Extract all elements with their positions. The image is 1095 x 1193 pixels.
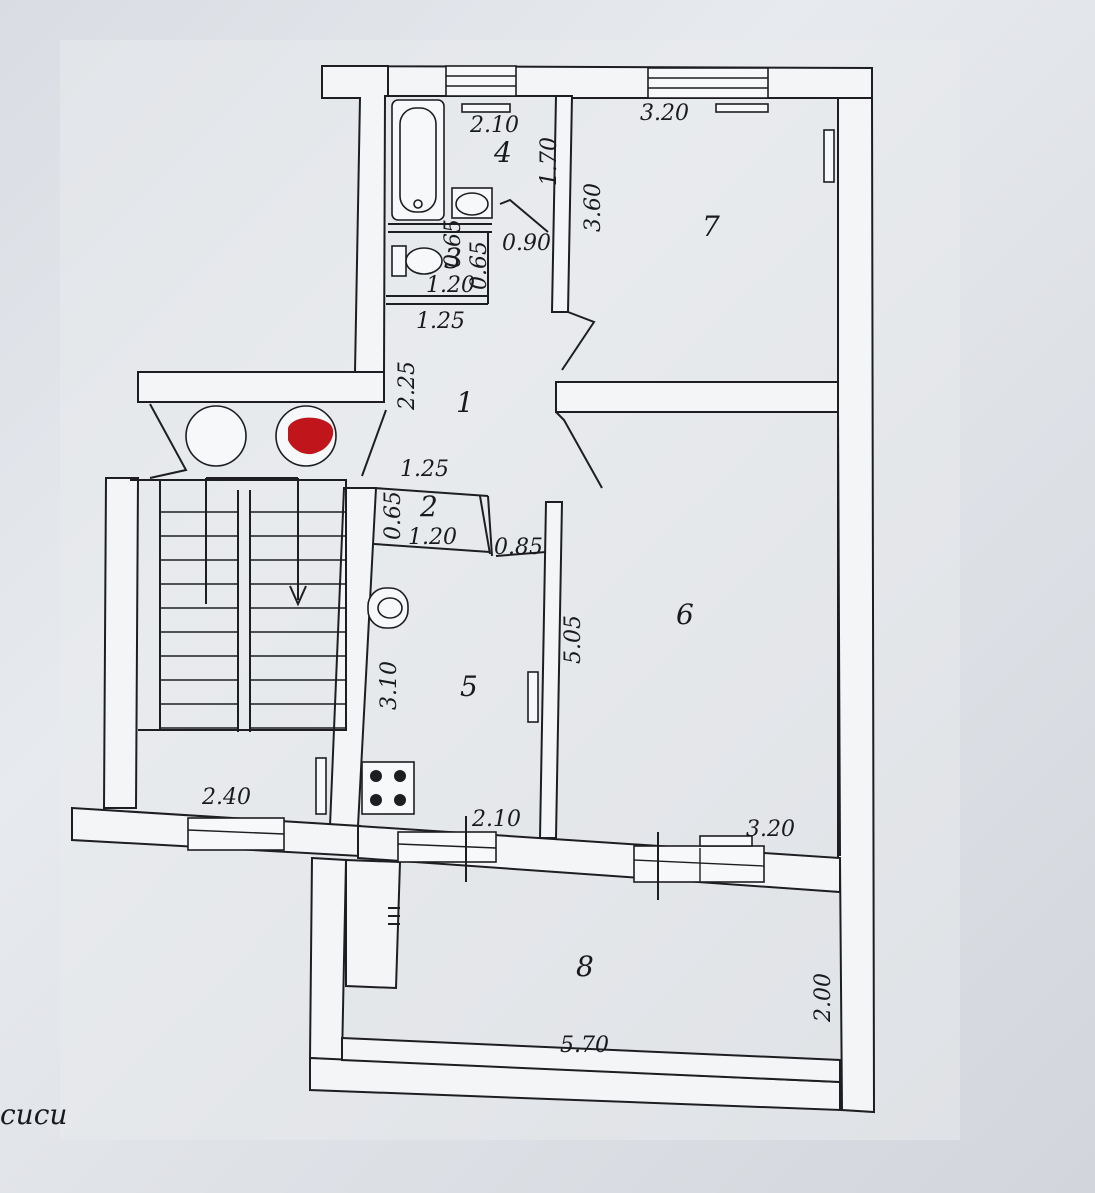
window-room-6 <box>633 845 765 883</box>
dim-r4-door: 0.90 <box>502 231 551 256</box>
dim-r2-width-top: 1.25 <box>400 457 449 482</box>
bathtub-icon <box>391 99 445 221</box>
room-number-2: 2 <box>419 490 438 523</box>
red-marker <box>288 417 334 455</box>
dim-r3-depth-2: 0.65 <box>467 241 492 290</box>
window-kitchen <box>397 831 497 863</box>
window-room-4 <box>445 65 517 97</box>
dim-r2-width: 1.20 <box>408 525 457 550</box>
dim-hall-length: 2.25 <box>395 361 420 411</box>
dim-r2-door: 0.85 <box>494 535 543 560</box>
dim-r7-width: 3.20 <box>640 101 689 126</box>
room-numbers: 4 3 1 2 7 6 5 8 <box>419 136 720 983</box>
room-number-1: 1 <box>456 386 474 419</box>
toilet-icon <box>391 245 443 277</box>
stove-icon <box>361 761 415 815</box>
room-number-3: 3 <box>444 242 462 275</box>
dim-r8-depth: 2.00 <box>811 973 836 1023</box>
doors <box>149 198 603 557</box>
paper-sheet <box>60 40 960 1140</box>
dim-r6-width: 3.20 <box>746 817 795 842</box>
dim-r5-depth: 3.10 <box>377 661 402 710</box>
dim-hall-width-top: 1.25 <box>416 309 465 334</box>
window-room-7 <box>647 67 769 99</box>
kitchen-sink-icon <box>367 587 409 629</box>
caption-text: сиси <box>0 1098 68 1131</box>
dim-r8-width: 5.70 <box>560 1033 609 1058</box>
room-number-6: 6 <box>676 598 694 631</box>
inner-partitions <box>130 95 841 857</box>
ventilation-shafts <box>185 405 337 467</box>
room-number-7: 7 <box>702 210 720 243</box>
dim-r7-depth: 3.60 <box>581 183 606 232</box>
windows <box>187 65 769 883</box>
dimension-labels: 2.10 1.70 0.90 0.65 0.65 1.20 1.25 2.25 … <box>201 101 836 1058</box>
dim-r3-depth: 0.65 <box>441 219 466 268</box>
dim-r4-depth: 1.70 <box>537 137 562 186</box>
dim-r5-width: 2.10 <box>471 807 521 832</box>
balcony-marks <box>388 816 659 925</box>
radiators <box>315 103 835 847</box>
dim-stair-width: 2.40 <box>201 785 251 810</box>
room-number-4: 4 <box>493 136 512 169</box>
staircase <box>138 477 347 732</box>
dim-r6-depth: 5.05 <box>561 615 586 664</box>
dim-r3-width: 1.20 <box>426 273 475 298</box>
room-number-8: 8 <box>576 950 594 983</box>
room-number-5: 5 <box>460 670 478 703</box>
dim-r4-width: 2.10 <box>469 113 519 138</box>
window-stair <box>187 817 285 851</box>
sink-icon <box>451 187 493 219</box>
dim-r2-depth: 0.65 <box>381 491 406 540</box>
